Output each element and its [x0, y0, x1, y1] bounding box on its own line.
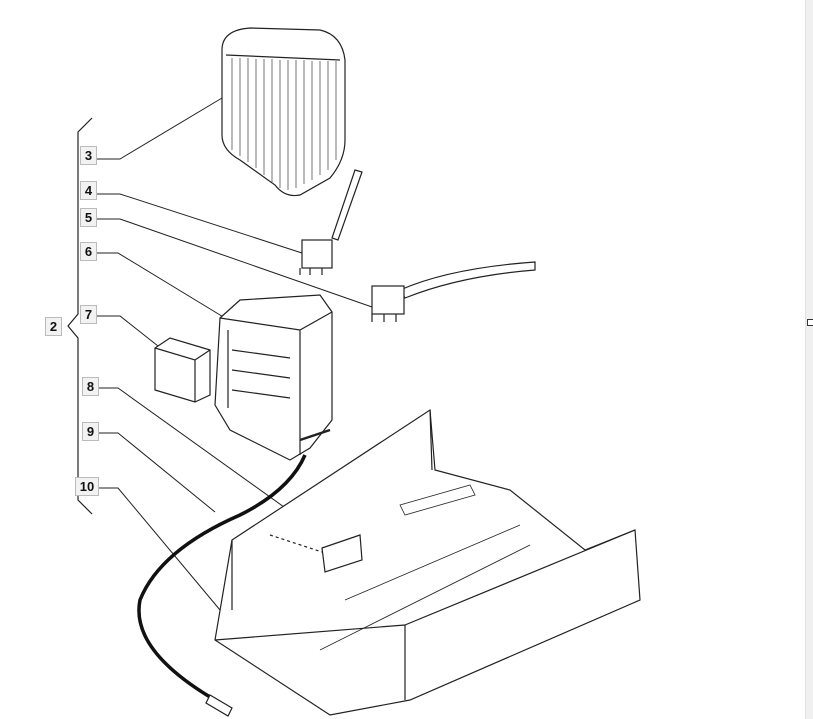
- cable-plug: [205, 694, 233, 717]
- callout-3[interactable]: 3: [80, 146, 97, 165]
- part-connector-4: [299, 169, 363, 275]
- part-housing: [214, 294, 333, 461]
- callout-8[interactable]: 8: [82, 377, 99, 396]
- part-base-plate: [214, 408, 641, 716]
- scrollbar-thumb[interactable]: [807, 319, 813, 326]
- callout-9[interactable]: 9: [82, 422, 99, 441]
- callout-7[interactable]: 7: [80, 305, 97, 324]
- callout-10[interactable]: 10: [75, 477, 99, 496]
- part-clip: [269, 534, 363, 573]
- scrollbar[interactable]: [805, 0, 813, 719]
- leader-lines: [96, 97, 373, 611]
- part-cover: [221, 27, 346, 197]
- callout-6[interactable]: 6: [80, 242, 97, 261]
- part-module: [154, 337, 211, 403]
- callout-2[interactable]: 2: [45, 317, 62, 336]
- callout-4[interactable]: 4: [80, 181, 97, 200]
- group-bracket: [67, 117, 93, 515]
- part-cable: [137, 454, 307, 702]
- part-connector-5: [371, 261, 536, 322]
- callout-5[interactable]: 5: [80, 208, 97, 227]
